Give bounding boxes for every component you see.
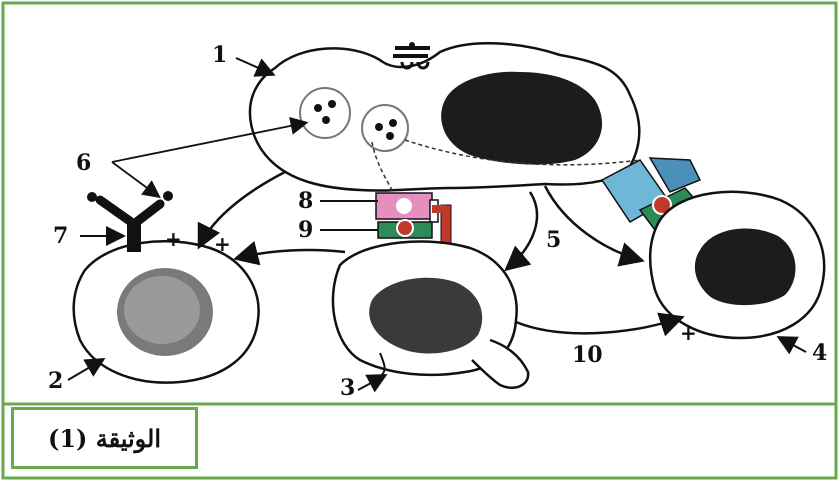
- arrow-10: [515, 312, 685, 337]
- document-caption: الوثيقة (1): [11, 407, 198, 469]
- dashed-path-left: [371, 141, 396, 196]
- arrow-1-to-4: [543, 185, 645, 267]
- receptor-complex-cell-4: [600, 157, 702, 231]
- arrow-5: [504, 191, 539, 272]
- cell-3-nucleus: [369, 277, 483, 354]
- vesicle-left: [299, 87, 351, 139]
- plus-sign-right: +: [214, 232, 231, 256]
- caption-text: الوثيقة (1): [47, 423, 162, 453]
- label-8: 8: [298, 188, 313, 214]
- antibody-receptor: [87, 191, 173, 252]
- label-7: 7: [53, 223, 68, 249]
- label-4: 4: [812, 340, 827, 366]
- label-5: 5: [546, 227, 561, 253]
- label-9: 9: [298, 217, 313, 243]
- arrow-3-to-2: [233, 241, 346, 266]
- label-6: 6: [76, 150, 91, 176]
- label-1: 1: [212, 42, 227, 68]
- plus-sign-cell-4: +: [680, 321, 697, 345]
- plus-sign-left: +: [165, 227, 182, 251]
- label-2: 2: [48, 368, 63, 394]
- cell-4-nucleus: [694, 228, 796, 306]
- antigen-symbol: [393, 42, 430, 70]
- arrow-1-to-2: [197, 170, 286, 250]
- dashed-path-right: [404, 139, 641, 166]
- label-10: 10: [572, 342, 603, 368]
- label-3: 3: [340, 375, 355, 401]
- receptor-complex-8-9: [375, 192, 452, 244]
- vesicle-right: [361, 104, 409, 152]
- cell-1-nucleus: [441, 71, 603, 165]
